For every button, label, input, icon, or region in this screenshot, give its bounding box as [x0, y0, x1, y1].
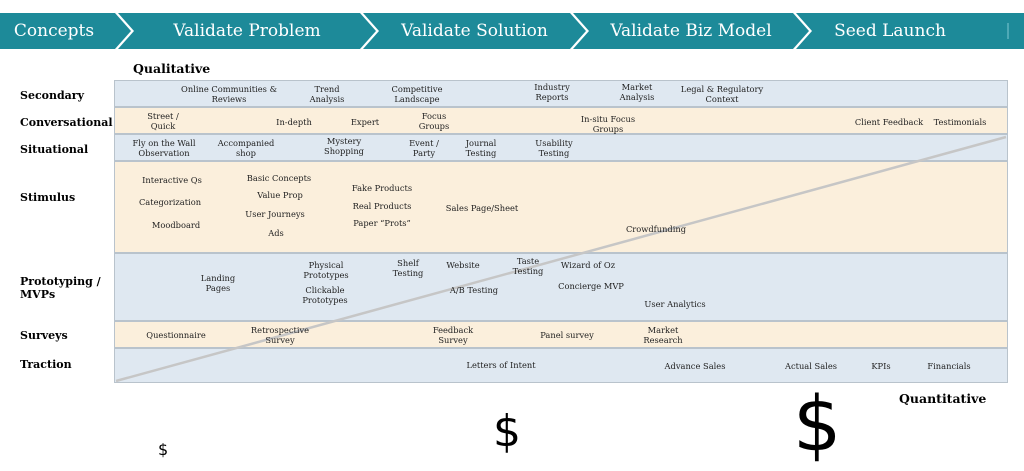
item-event-party: Event / Party [409, 138, 439, 158]
dollar-small: $ [158, 440, 169, 459]
item-mystery-shopping: Mystery Shopping [324, 136, 364, 156]
item-ads: Ads [268, 228, 284, 238]
item-moodboard: Moodboard [151, 220, 201, 230]
item-website: Website [446, 260, 480, 270]
band-conversational [114, 107, 1008, 134]
item-market-research: Market Research [643, 325, 683, 345]
row-label-situational: Situational [20, 143, 89, 156]
item-usability-testing: Usability Testing [535, 138, 573, 158]
stage-chevron-validate-biz-model [573, 13, 809, 49]
stage-chevron-seed-launch [796, 13, 1024, 49]
row-label-secondary: Secondary [20, 89, 84, 102]
item-basic-concepts: Basic Concepts [246, 173, 312, 183]
item-focus-groups: Focus Groups [418, 111, 450, 131]
item-ab-testing: A/B Testing [449, 285, 499, 295]
item-expert: Expert [350, 117, 380, 127]
dollar-large: $ [793, 379, 842, 468]
item-crowdfunding: Crowdfunding [625, 224, 687, 234]
item-clickable-prototypes: Clickable Prototypes [302, 285, 348, 305]
row-label-traction: Traction [20, 358, 72, 371]
item-shelf-testing: Shelf Testing [392, 258, 424, 278]
row-label-conversational: Conversational [20, 116, 113, 129]
item-trend-analysis: Trend Analysis [309, 84, 345, 104]
stage-chevron-validate-problem [118, 13, 376, 49]
item-retrospective-survey: Retrospective Survey [250, 325, 310, 345]
stage-concepts: Concepts [13, 21, 95, 41]
item-online-communities: Online Communities & Reviews [181, 84, 277, 104]
item-actual-sales: Actual Sales [784, 361, 838, 371]
stage-chevron-validate-solution [363, 13, 586, 49]
row-label-prototyping: Prototyping / MVPs [20, 275, 101, 301]
item-panel-survey: Panel survey [540, 330, 594, 340]
item-letters-of-intent: Letters of Intent [466, 360, 536, 370]
dollar-medium: $ [493, 406, 521, 457]
item-fly-on-the-wall: Fly on the Wall Observation [132, 138, 196, 158]
row-label-stimulus: Stimulus [20, 191, 76, 204]
item-user-journeys: User Journeys [245, 209, 305, 219]
item-taste-testing: Taste Testing [512, 256, 544, 276]
item-financials: Financials [927, 361, 971, 371]
item-journal-testing: Journal Testing [465, 138, 497, 158]
item-wizard-of-oz: Wizard of Oz [560, 260, 616, 270]
item-questionnaire: Questionnaire [146, 330, 206, 340]
stage-banner [0, 13, 1024, 49]
stage-validate-biz-model: Validate Biz Model [610, 21, 772, 41]
item-industry-reports: Industry Reports [534, 82, 570, 102]
item-interactive-qs: Interactive Qs [142, 175, 202, 185]
item-in-situ-focus-groups: In-situ Focus Groups [580, 114, 636, 134]
item-legal-regulatory: Legal & Regulatory Context [680, 84, 764, 104]
item-sales-page-sheet: Sales Page/Sheet [445, 203, 519, 213]
stage-seed-launch: Seed Launch [834, 21, 946, 41]
item-paper-prots: Paper “Prots” [353, 218, 411, 228]
stage-validate-solution: Validate Solution [401, 21, 548, 41]
band-secondary [114, 80, 1008, 107]
row-label-surveys: Surveys [20, 329, 68, 342]
item-physical-prototypes: Physical Prototypes [303, 260, 349, 280]
item-value-prop: Value Prop [257, 190, 303, 200]
stage-validate-problem: Validate Problem [173, 21, 321, 41]
item-feedback-survey: Feedback Survey [432, 325, 474, 345]
quantitative-heading: Quantitative [899, 391, 987, 406]
item-in-depth: In-depth [276, 117, 312, 127]
item-concierge-mvp: Concierge MVP [558, 281, 624, 291]
item-fake-products: Fake Products [351, 183, 413, 193]
item-testimonials: Testimonials [933, 117, 987, 127]
item-user-analytics: User Analytics [644, 299, 706, 309]
item-client-feedback: Client Feedback [854, 117, 924, 127]
item-landing-pages: Landing Pages [200, 273, 236, 293]
item-advance-sales: Advance Sales [664, 361, 726, 371]
stage-chevron-concepts [0, 13, 131, 49]
item-street-quick: Street / Quick [147, 111, 179, 131]
item-accompanied-shop: Accompanied shop [217, 138, 275, 158]
qualitative-heading: Qualitative [133, 61, 211, 76]
item-kpis: KPIs [871, 361, 891, 371]
item-real-products: Real Products [352, 201, 412, 211]
item-categorization: Categorization [138, 197, 202, 207]
item-market-analysis: Market Analysis [619, 82, 655, 102]
item-competitive-landscape: Competitive Landscape [391, 84, 443, 104]
